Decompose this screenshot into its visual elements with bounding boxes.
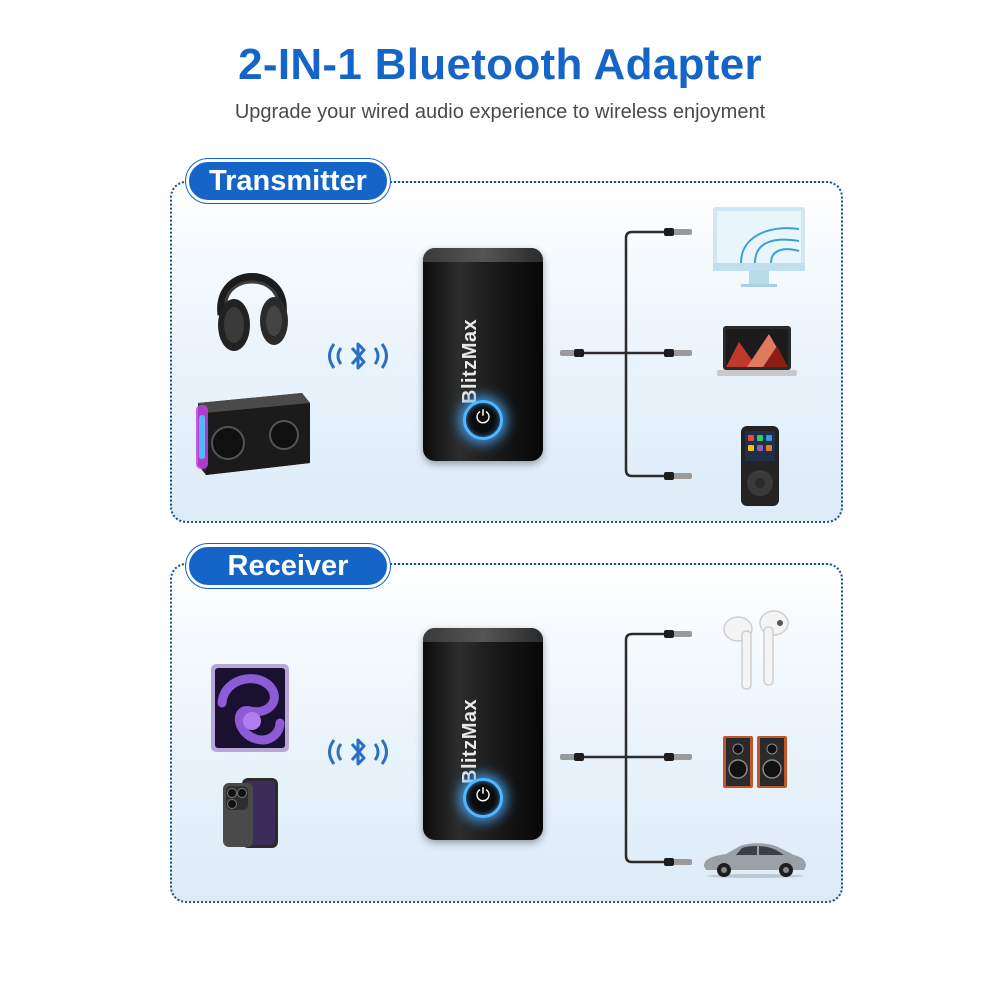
transmitter-label: Transmitter bbox=[186, 159, 390, 203]
adapter-top-edge bbox=[423, 628, 543, 642]
headphones-icon bbox=[217, 273, 288, 351]
laptop-icon bbox=[717, 326, 797, 376]
smartphone-icon bbox=[223, 778, 278, 848]
desktop-monitor-icon bbox=[713, 207, 805, 287]
power-button: ⏻ bbox=[463, 778, 503, 818]
page-title: 2-IN-1 Bluetooth Adapter bbox=[238, 40, 762, 89]
power-button: ⏻ bbox=[463, 400, 503, 440]
car-icon bbox=[704, 843, 806, 878]
receiver-cables bbox=[560, 630, 692, 866]
adapter-brand: BlitzMax bbox=[459, 698, 481, 784]
mp3-player-icon bbox=[741, 426, 779, 506]
bookshelf-speakers-icon bbox=[723, 736, 787, 788]
bluetooth-speaker-icon bbox=[196, 393, 310, 475]
earbuds-icon bbox=[723, 610, 789, 690]
power-icon: ⏻ bbox=[475, 407, 491, 427]
receiver-label: Receiver bbox=[186, 544, 390, 588]
transmitter-adapter: BlitzMax ⏻ bbox=[423, 248, 543, 461]
tablet-icon bbox=[211, 664, 289, 752]
adapter-top-edge bbox=[423, 248, 543, 262]
power-icon: ⏻ bbox=[475, 785, 491, 805]
bluetooth-icon bbox=[328, 342, 388, 370]
adapter-brand: BlitzMax bbox=[459, 318, 481, 404]
receiver-adapter: BlitzMax ⏻ bbox=[423, 628, 543, 840]
page-subtitle: Upgrade your wired audio experience to w… bbox=[234, 101, 766, 123]
transmitter-cables bbox=[560, 228, 692, 480]
bluetooth-icon bbox=[328, 738, 388, 766]
